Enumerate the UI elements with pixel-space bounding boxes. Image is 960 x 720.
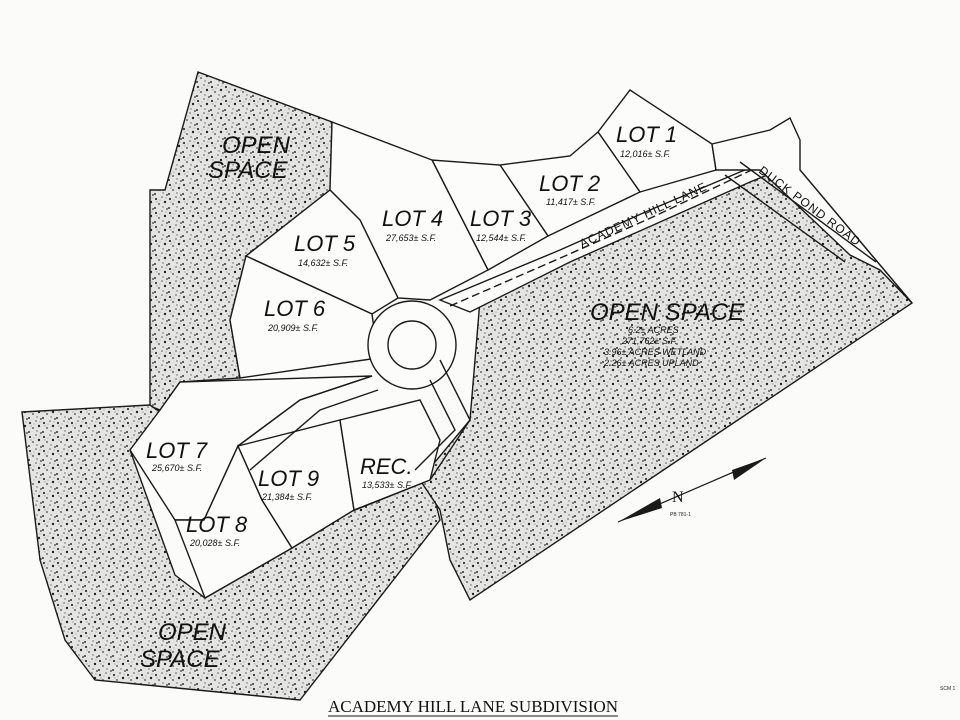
- lot-4-area: 27,653± S.F.: [385, 233, 436, 243]
- north-arrow-icon: N PB 781-1: [617, 457, 767, 523]
- lot-8-label: LOT 8: [186, 512, 248, 537]
- north-arrow-ref: PB 781-1: [670, 512, 691, 518]
- lot-1-area: 12,016± S.F.: [620, 149, 670, 159]
- open-space-south-line1: OPEN: [158, 619, 227, 646]
- lot-6-area: 20,909± S.F.: [267, 323, 318, 333]
- corner-note: SCM 1: [940, 686, 956, 692]
- duck-pond-road-edge: [724, 161, 877, 263]
- lot-8-area: 20,028± S.F.: [189, 538, 240, 548]
- lot-7-area: 25,670± S.F.: [151, 463, 202, 473]
- lot-1-label: LOT 1: [616, 122, 677, 147]
- lot-3-label: LOT 3: [470, 206, 532, 231]
- easement-lines: [237, 359, 471, 481]
- open-space-east-sf: 271,762± S.F.: [621, 336, 677, 346]
- lot-9-label: LOT 9: [258, 466, 319, 491]
- lot-5-parcel[interactable]: [244, 189, 399, 315]
- lot-1-parcel[interactable]: [597, 89, 717, 193]
- rec-label: REC.: [360, 454, 413, 479]
- open-space-east-upland: 2.26± ACRES UPLAND: [603, 358, 699, 368]
- lot-5-area: 14,632± S.F.: [298, 258, 348, 268]
- page-title: ACADEMY HILL LANE SUBDIVISION: [328, 697, 618, 716]
- lot-9-area: 21,384± S.F.: [261, 492, 312, 502]
- lot-2-area: 11,417± S.F.: [546, 197, 596, 207]
- lot-6-label: LOT 6: [264, 296, 326, 321]
- open-space-east-label: OPEN SPACE: [590, 299, 745, 326]
- lot-3-area: 12,544± S.F.: [476, 233, 526, 243]
- open-space-south-line2: SPACE: [140, 646, 221, 673]
- lot-5-label: LOT 5: [294, 231, 356, 256]
- academy-hill-lane-centerline: [449, 165, 761, 307]
- lot-2-label: LOT 2: [539, 171, 600, 196]
- open-space-east-wetland: 3.96± ACRES WETLAND: [604, 347, 707, 357]
- north-arrow-symbol: N: [672, 489, 684, 506]
- lot-4-label: LOT 4: [382, 206, 443, 231]
- rec-parcel[interactable]: [339, 399, 441, 511]
- duck-pond-road: [711, 116, 913, 304]
- rec-area: 13,533± S.F.: [362, 480, 412, 490]
- lot-9-parcel[interactable]: [237, 419, 355, 549]
- lot-7-label: LOT 7: [146, 438, 208, 463]
- lot-6-parcel[interactable]: [229, 255, 379, 379]
- open-space-north-line2: SPACE: [208, 157, 289, 184]
- open-space-east-acres: 6.2± ACRES: [628, 325, 679, 335]
- cul-de-sac-inner: [387, 320, 437, 370]
- open-space-north-line1: OPEN: [222, 132, 291, 159]
